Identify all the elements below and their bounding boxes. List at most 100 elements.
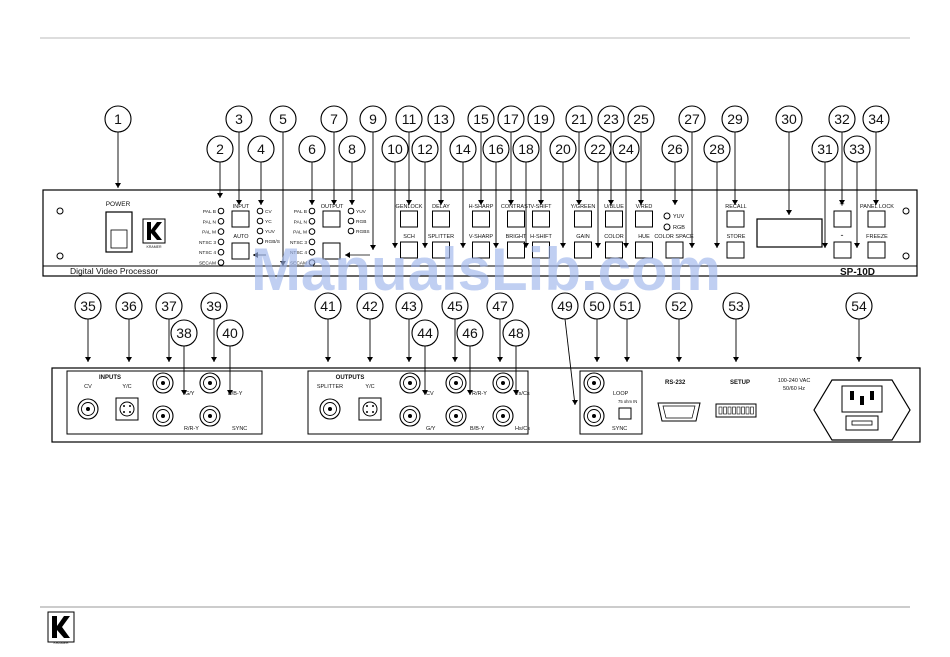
callout-number: 28	[709, 141, 725, 157]
adjust-button-bottom[interactable]	[574, 241, 592, 259]
bnc-connector[interactable]	[492, 372, 514, 394]
adjust-button-bottom[interactable]	[400, 241, 418, 259]
bnc-connector[interactable]	[583, 372, 605, 394]
bnc-connector[interactable]	[77, 398, 99, 420]
panel-lock-button[interactable]	[867, 210, 886, 228]
dip-switch[interactable]	[718, 406, 723, 415]
bnc-connector[interactable]	[492, 405, 514, 427]
freeze-label: FREEZE	[866, 234, 888, 240]
setup-dip-switches[interactable]	[715, 403, 757, 418]
button-label: Y/GREEN	[571, 204, 596, 210]
callout-number: 25	[633, 111, 649, 127]
callout-number: 15	[473, 111, 489, 127]
adjust-button-bottom[interactable]	[507, 241, 525, 259]
adjust-button-top[interactable]	[432, 210, 450, 228]
adjust-button-bottom[interactable]	[532, 241, 550, 259]
dip-switch[interactable]	[723, 406, 727, 415]
dip-switch[interactable]	[750, 406, 754, 415]
callout: 21	[565, 105, 593, 205]
output-format-label: YUV	[356, 209, 367, 215]
adjust-button-top[interactable]	[635, 210, 653, 228]
power-label: POWER	[106, 201, 131, 208]
svg-text:RGB: RGB	[673, 225, 685, 231]
input-button[interactable]	[231, 210, 250, 228]
callout-number: 30	[781, 111, 797, 127]
callout-circle	[613, 292, 641, 320]
output-button-label: OUTPUT	[321, 204, 344, 210]
adjust-button-bottom[interactable]	[635, 241, 653, 259]
callout-circle	[597, 105, 625, 133]
bnc-connector[interactable]	[199, 405, 221, 427]
minus-button[interactable]	[833, 241, 852, 259]
callout-circle	[411, 319, 439, 347]
adjust-button-top[interactable]	[472, 210, 490, 228]
bnc-connector[interactable]	[152, 372, 174, 394]
footer-kramer-logo: KRAMER	[47, 611, 75, 645]
adjust-button-bottom[interactable]	[432, 241, 450, 259]
callout: 27	[678, 105, 706, 248]
button-label: HUE	[638, 234, 650, 240]
callout: 49	[551, 292, 579, 406]
callout: 43	[395, 292, 423, 362]
callout-circle	[441, 292, 469, 320]
callout-circle	[356, 292, 384, 320]
output-standard-label: PAL B	[294, 209, 307, 215]
bnc-connector[interactable]	[399, 372, 421, 394]
bnc-connector[interactable]	[445, 405, 467, 427]
callout-circle	[115, 292, 143, 320]
callout-number: 1	[114, 111, 122, 127]
button-label: V-SHARP	[469, 234, 493, 240]
dip-switch[interactable]	[741, 406, 745, 415]
bnc-connector[interactable]	[199, 372, 221, 394]
plus-button[interactable]	[833, 210, 852, 228]
adjust-button-top[interactable]	[574, 210, 592, 228]
output-standard-led	[308, 238, 316, 246]
input-by-label: B/B-Y	[228, 391, 243, 397]
output-standard-label: NTSC 3	[290, 240, 307, 246]
power-inlet[interactable]	[813, 379, 911, 441]
callout-number: 14	[455, 141, 471, 157]
termination-switch[interactable]	[618, 407, 632, 420]
recall-button[interactable]	[726, 210, 745, 228]
output-mode-button[interactable]	[322, 242, 341, 260]
dip-switch[interactable]	[745, 406, 750, 415]
auto-button[interactable]	[231, 242, 250, 260]
callout-circle	[661, 135, 689, 163]
color-space-button[interactable]	[665, 241, 684, 259]
callout-circle	[843, 135, 871, 163]
adjust-button-top[interactable]	[507, 210, 525, 228]
store-label: STORE	[727, 234, 746, 240]
adjust-button-bottom[interactable]	[472, 241, 490, 259]
callout-circle	[722, 292, 750, 320]
rs232-port[interactable]	[657, 402, 701, 422]
bnc-connector[interactable]	[583, 405, 605, 427]
out-ry-label: R/R-Y	[472, 391, 487, 397]
dip-switch[interactable]	[727, 406, 732, 415]
input-yc-connector[interactable]	[115, 397, 139, 421]
callout-circle	[247, 135, 275, 163]
callout-circle	[811, 135, 839, 163]
bnc-connector[interactable]	[399, 405, 421, 427]
output-yc-connector[interactable]	[358, 397, 382, 421]
adjust-button-top[interactable]	[532, 210, 550, 228]
adjust-button-bottom[interactable]	[605, 241, 623, 259]
output-button[interactable]	[322, 210, 341, 228]
store-button[interactable]	[726, 241, 745, 259]
callout-number: 9	[369, 111, 377, 127]
callout-number: 41	[320, 298, 336, 314]
bnc-connector[interactable]	[319, 398, 341, 420]
callout-circle	[155, 292, 183, 320]
bnc-connector[interactable]	[445, 372, 467, 394]
bnc-connector[interactable]	[152, 405, 174, 427]
dip-switch[interactable]	[736, 406, 741, 415]
callout: 23	[597, 105, 625, 205]
callout-circle	[482, 135, 510, 163]
dip-switch[interactable]	[732, 406, 736, 415]
adjust-button-top[interactable]	[605, 210, 623, 228]
freeze-button[interactable]	[867, 241, 886, 259]
adjust-button-top[interactable]	[400, 210, 418, 228]
callout: 9	[359, 105, 387, 250]
